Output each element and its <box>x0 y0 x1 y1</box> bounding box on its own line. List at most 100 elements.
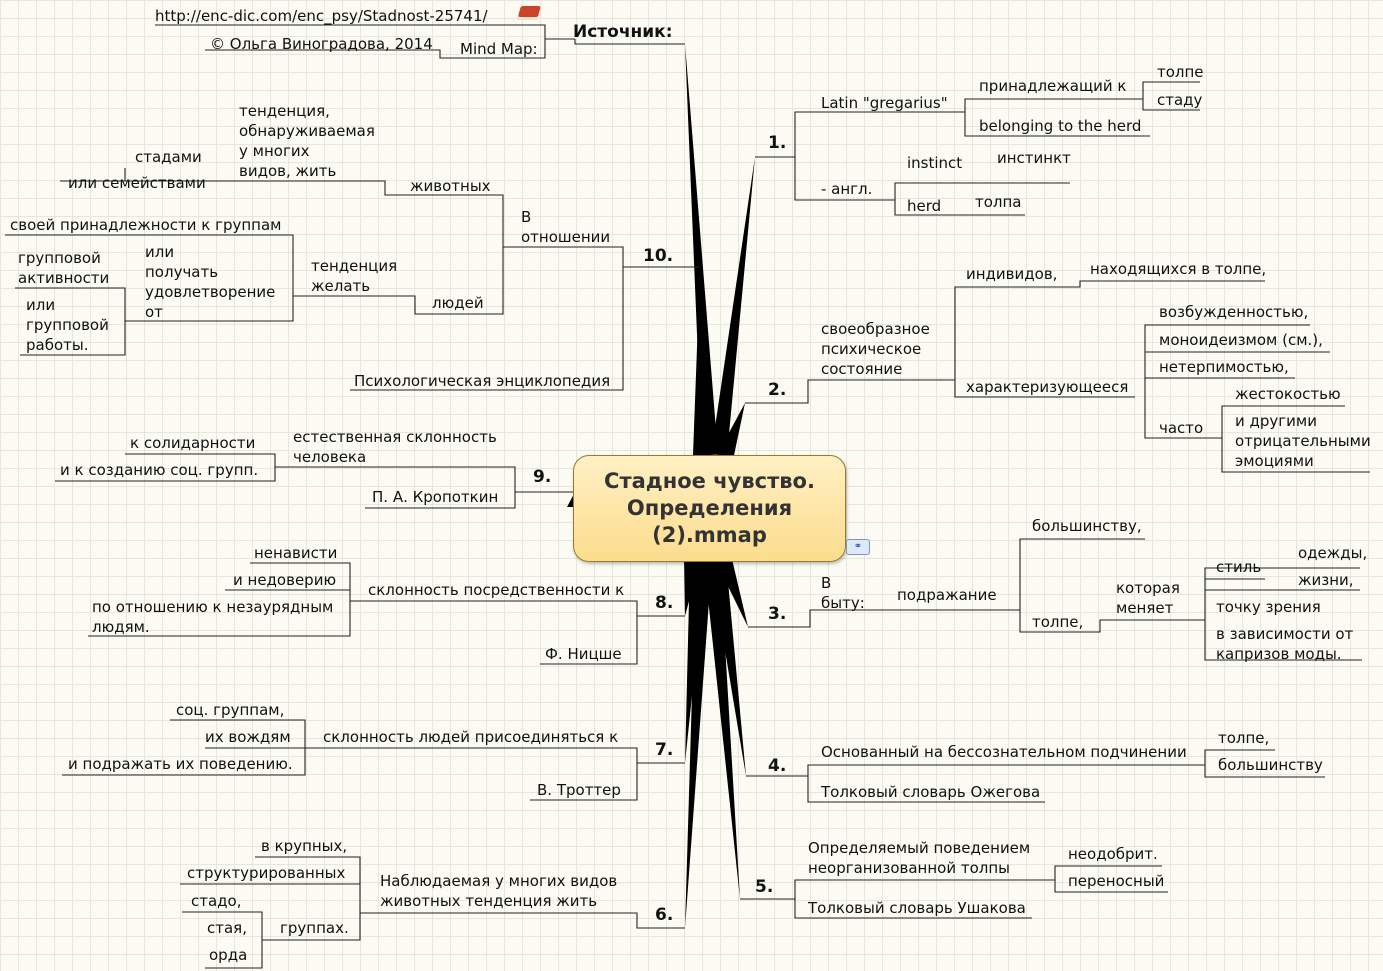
spoke-branch-8 <box>684 559 700 616</box>
sklonnost-posredstvennosti: склонность посредственности к <box>368 581 625 599</box>
tolpe: толпе <box>1157 63 1204 81</box>
belonging-en: belonging to the herd <box>979 117 1142 135</box>
herd-ru: толпа <box>975 193 1022 211</box>
copyright: © Ольга Виноградова, 2014 <box>210 35 433 53</box>
svoei-prinadlezhnosti: своей принадлежности к группам <box>10 216 282 234</box>
source-title: Источник: <box>573 22 673 42</box>
branch-3-number: 3. <box>768 604 787 624</box>
neodobrit: неодобрит. <box>1068 845 1158 863</box>
gruppovoi-raboty-line-2: групповой <box>26 316 109 334</box>
mindmap-label: Mind Map: <box>460 40 538 58</box>
drugimi-line-1: и другими <box>1235 412 1317 430</box>
spoke-branch-10 <box>693 267 709 456</box>
spoke-branch-5 <box>704 559 740 899</box>
v-otnoshenii-line-1: В <box>521 208 532 226</box>
branch-5-number: 5. <box>755 877 774 897</box>
estestvennaya-line-1: естественная склонность <box>293 428 497 446</box>
podrazhanie: подражание <box>897 586 997 604</box>
tolpe: толпе, <box>1032 613 1084 631</box>
stadu: стаду <box>1157 91 1203 109</box>
connector-lines <box>5 24 1370 969</box>
gruppovoi-aktivnosti-line-1: групповой <box>18 249 101 267</box>
branch-7-number: 7. <box>655 740 674 760</box>
harakterizuyushcheesya: характеризующееся <box>966 378 1129 396</box>
tendenciya-line-4: видов, жить <box>239 162 337 180</box>
kropotkin: П. А. Кропоткин <box>372 488 499 506</box>
instinct-ru: инстинкт <box>997 149 1071 167</box>
branch-10-number: 10. <box>643 246 674 266</box>
v-krupnyh: в крупных, <box>261 837 348 855</box>
ili-poluchat-line-4: от <box>145 303 163 321</box>
opredelyaemyi-line-2: неорганизованной толпы <box>808 859 1011 877</box>
k-solidarnosti: к солидарности <box>130 434 256 452</box>
chasto: часто <box>1159 419 1204 437</box>
herd-en: herd <box>907 197 942 215</box>
staya: стая, <box>207 919 247 937</box>
neterpimost: нетерпимостью, <box>1159 358 1289 376</box>
branch-2-number: 2. <box>768 380 787 400</box>
tochku-zreniya: точку зрения <box>1216 598 1321 616</box>
nietzsche: Ф. Ницше <box>545 645 622 663</box>
latin-gregarius: Latin "gregarius" <box>821 94 948 112</box>
tendenciya-line-1: тенденция, <box>239 102 330 120</box>
instinct-en: instinct <box>907 154 963 172</box>
po-otnosheniyu-line-2: людям. <box>92 618 150 636</box>
menyaet: меняет <box>1116 599 1174 617</box>
nedoveriyu: и недоверию <box>233 571 337 589</box>
state-line-2: психическое <box>821 340 922 358</box>
strukturirovannyh: структурированных <box>187 864 346 882</box>
source-url[interactable]: http://enc-dic.com/enc_psy/Stadnost-2574… <box>155 7 488 25</box>
nenavisti: ненависти <box>254 544 338 562</box>
drugimi-line-2: отрицательными <box>1235 432 1371 450</box>
estestvennaya-line-2: человека <box>293 448 367 466</box>
nakhodyashchikhsya: находящихся в толпе, <box>1090 260 1267 278</box>
tolpe: толпе, <box>1218 729 1270 747</box>
tendenciya-line-2: обнаруживаемая <box>239 122 375 140</box>
osnovannyi: Основанный на бессознательном подчинении <box>821 743 1187 761</box>
individov: индивидов, <box>966 265 1058 283</box>
tendenciya-zhelat-line-2: желать <box>311 277 371 295</box>
nablyudaemaya-line-2: животных тенденция жить <box>380 892 598 910</box>
ozhegov-dictionary: Толковый словарь Ожегова <box>821 783 1041 801</box>
spoke-branch-1 <box>711 157 755 456</box>
branch-9-number: 9. <box>533 467 552 487</box>
kaprizov-line-2: капризов моды. <box>1216 645 1342 663</box>
podrazhat: и подражать их поведению. <box>68 755 293 773</box>
book-icon <box>517 6 541 20</box>
ih-vozhdyam: их вождям <box>205 728 291 746</box>
tendenciya-line-3: у многих <box>239 142 310 160</box>
tendenciya-zhelat-line-1: тенденция <box>311 257 398 275</box>
ili-poluchat-line-1: или <box>145 243 175 261</box>
monoideizm: моноидеизмом (см.), <box>1159 331 1323 349</box>
bolshinstvu: большинству, <box>1032 517 1142 535</box>
perenosnyi: переносный <box>1068 872 1165 890</box>
spoke-branch-2 <box>718 403 745 458</box>
spoke-branch-6 <box>685 559 712 928</box>
gruppovoi-raboty-line-1: или <box>26 296 56 314</box>
state-line-3: состояние <box>821 360 903 378</box>
central-topic[interactable]: Стадное чувство. Определения (2).mmap <box>573 455 846 562</box>
trotter: В. Троттер <box>537 781 621 799</box>
drugimi-line-3: эмоциями <box>1235 452 1314 470</box>
kotoraya: которая <box>1116 579 1180 597</box>
ili-poluchat-line-2: получать <box>145 263 219 281</box>
eng-label: - англ. <box>821 180 873 198</box>
vozbuzhdennost: возбужденностью, <box>1159 303 1309 321</box>
opredelyaemyi-line-1: Определяемый поведением <box>808 839 1031 857</box>
nablyudaemaya-line-1: Наблюдаемая у многих видов <box>380 872 618 890</box>
ili-poluchat-line-3: удовлетворение <box>145 283 276 301</box>
link-icon[interactable]: ⚭ <box>846 539 870 555</box>
gruppovoi-raboty-line-3: работы. <box>26 336 89 354</box>
branch-4-number: 4. <box>768 756 787 776</box>
v-bytu-line-1: В <box>821 574 832 592</box>
po-otnosheniyu-line-1: по отношению к незаурядным <box>92 598 334 616</box>
soc-gruppam: соц. группам, <box>176 701 285 719</box>
ushakov-dictionary: Толковый словарь Ушакова <box>808 899 1026 917</box>
state-line-1: своеобразное <box>821 320 930 338</box>
k-sozdaniyu: и к созданию соц. групп. <box>60 461 259 479</box>
branch-8-number: 8. <box>655 593 674 613</box>
stado: стадо, <box>191 892 242 910</box>
gruppovoi-aktivnosti-line-2: активности <box>18 269 110 287</box>
belonging-ru: принадлежащий к <box>979 77 1127 95</box>
